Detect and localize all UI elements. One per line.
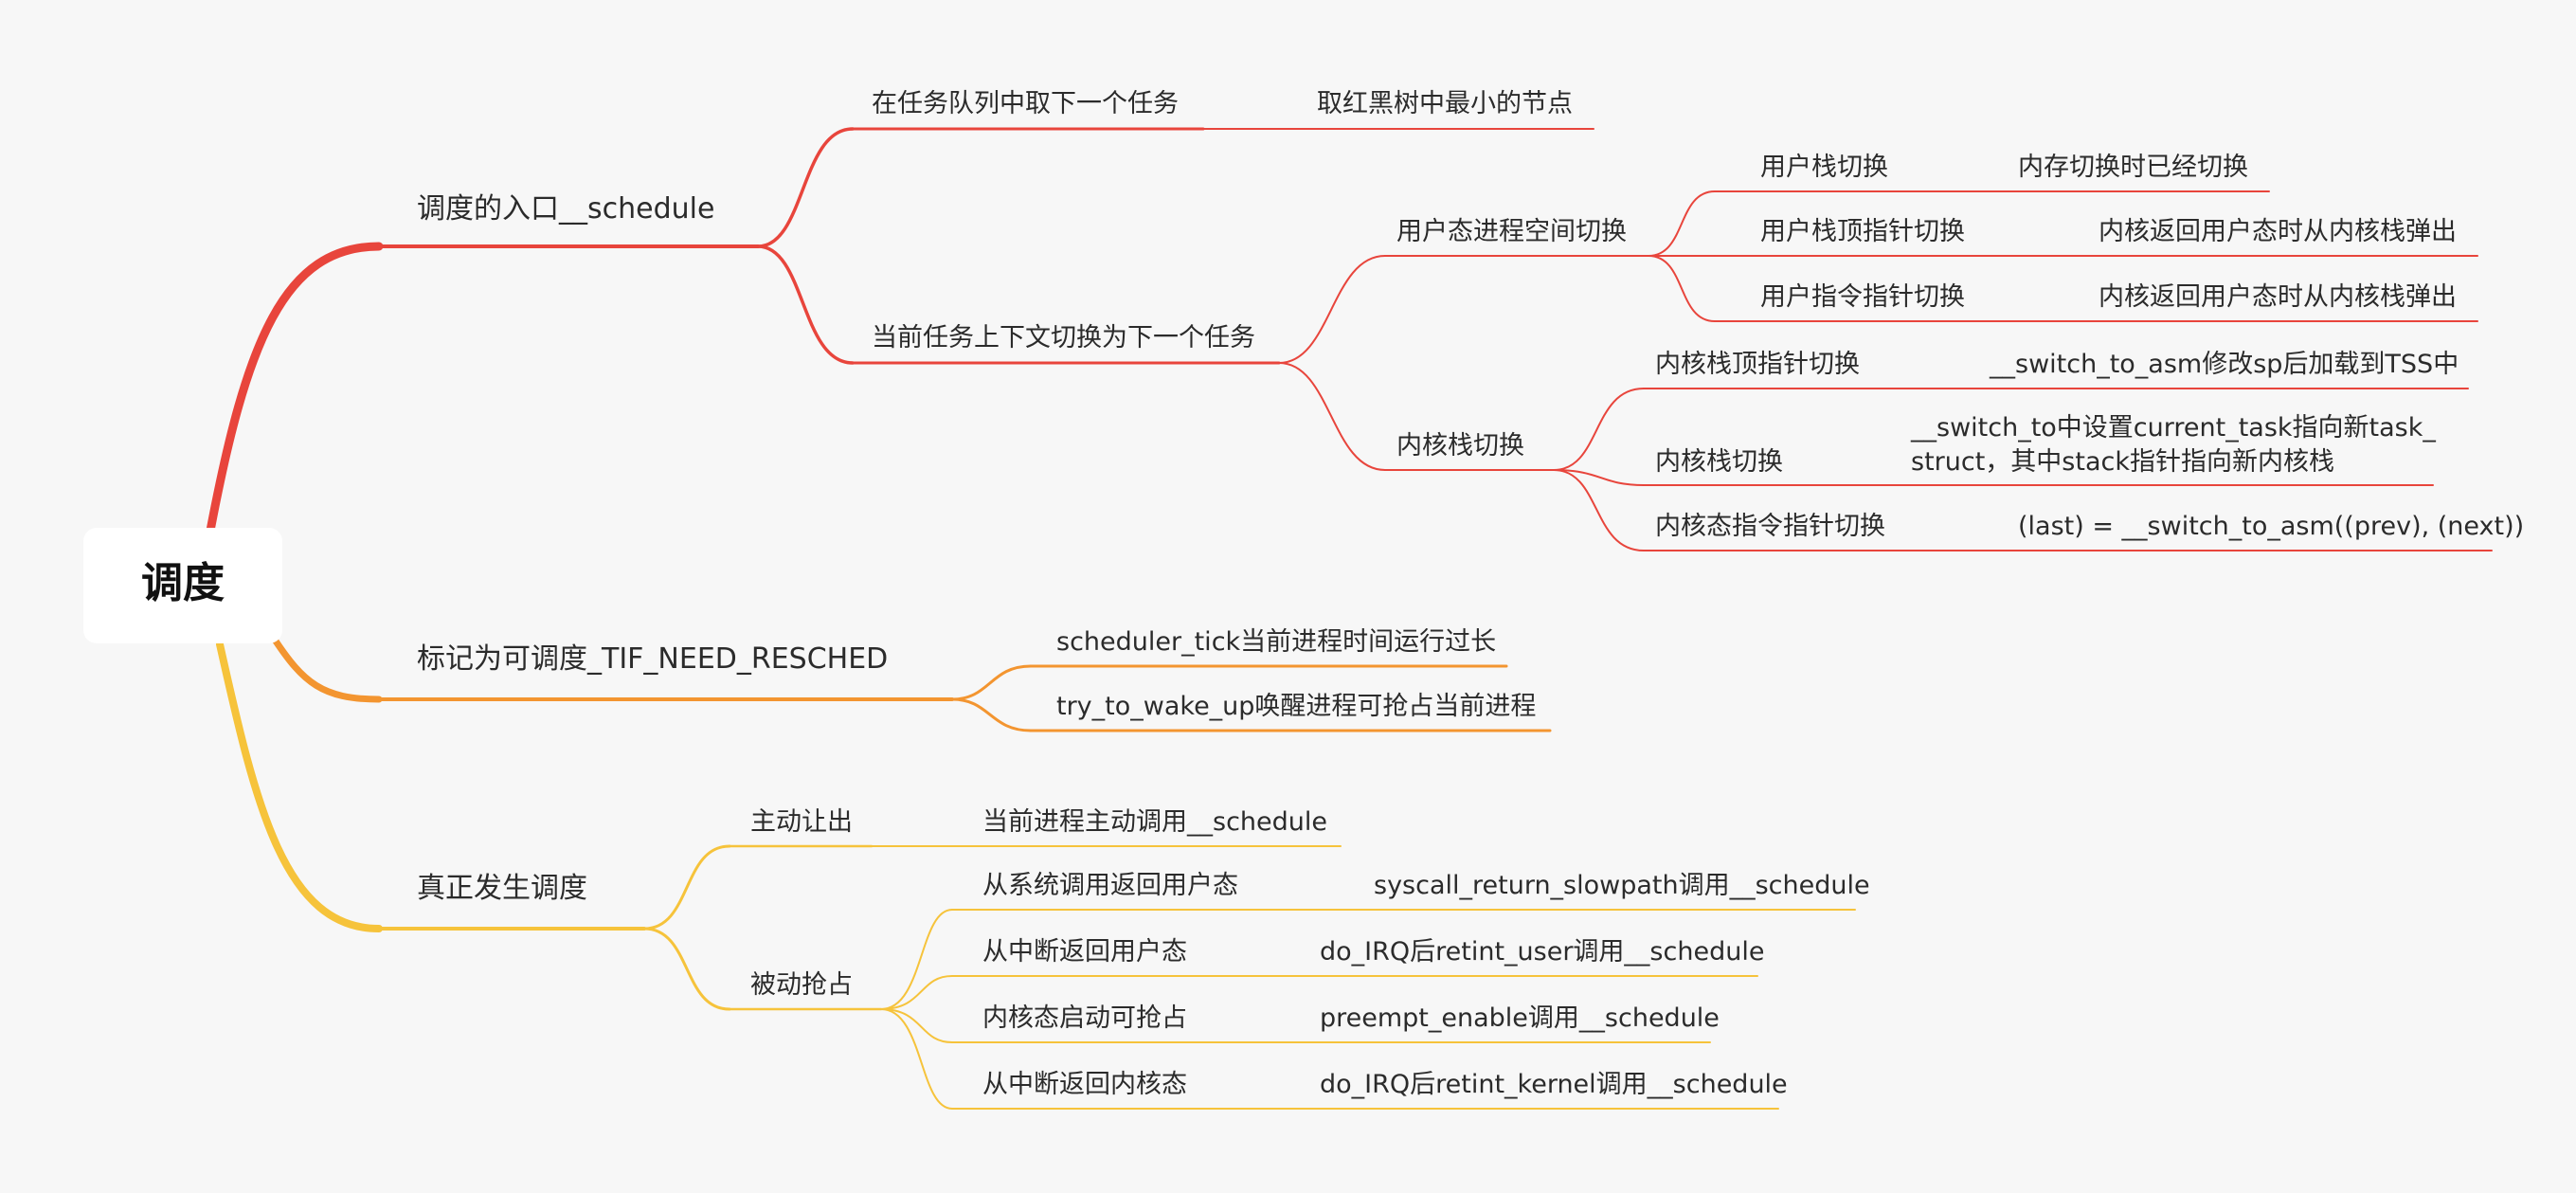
connector xyxy=(880,1008,953,1110)
node-preemption[interactable]: 被动抢占 xyxy=(750,970,853,1000)
node-kernel-stack-detail-line2[interactable]: struct，其中stack指针指向新内核栈 xyxy=(1911,447,2334,477)
connector xyxy=(1553,388,1645,471)
branch-connector-yellow xyxy=(216,641,383,932)
branch-connector-orange xyxy=(271,636,383,703)
node-user-stack-switch[interactable]: 用户栈切换 xyxy=(1760,153,1888,182)
node-kernel-sp-switch[interactable]: 内核栈顶指针切换 xyxy=(1655,350,1860,379)
connector xyxy=(950,697,1033,732)
node-kernel-preempt-detail[interactable]: preempt_enable调用__schedule xyxy=(1320,1003,1720,1033)
node-mark-resched[interactable]: 标记为可调度_TIF_NEED_RESCHED xyxy=(417,642,888,676)
node-kernel-stack-switch[interactable]: 内核栈切换 xyxy=(1396,431,1524,461)
node-kernel-ip-switch[interactable]: 内核态指令指针切换 xyxy=(1655,512,1885,541)
connector xyxy=(1553,469,1645,551)
node-syscall-return[interactable]: 从系统调用返回用户态 xyxy=(982,871,1238,900)
connector xyxy=(642,844,731,931)
node-context-switch[interactable]: 当前任务上下文切换为下一个任务 xyxy=(872,323,1255,352)
node-syscall-return-detail[interactable]: syscall_return_slowpath调用__schedule xyxy=(1374,871,1870,900)
connector xyxy=(1278,255,1386,364)
connector xyxy=(1648,255,1716,322)
node-real-schedule[interactable]: 真正发生调度 xyxy=(417,872,587,905)
connector xyxy=(642,927,731,1011)
node-irq-kernel-return[interactable]: 从中断返回内核态 xyxy=(982,1070,1187,1099)
node-schedule-entry[interactable]: 调度的入口__schedule xyxy=(417,192,714,226)
connector xyxy=(950,664,1033,701)
node-kernel-sp-detail[interactable]: __switch_to_asm修改sp后加载到TSS中 xyxy=(1989,350,2459,379)
root-node[interactable]: 调度 xyxy=(83,528,282,643)
node-user-ip-switch[interactable]: 用户指令指针切换 xyxy=(1760,282,1965,312)
node-scheduler-tick[interactable]: scheduler_tick当前进程时间运行过长 xyxy=(1056,627,1496,657)
node-user-stack-detail[interactable]: 内存切换时已经切换 xyxy=(2018,153,2248,182)
connector xyxy=(1648,190,1716,257)
connector xyxy=(756,127,855,248)
node-irq-user-return[interactable]: 从中断返回用户态 xyxy=(982,937,1187,967)
node-kernel-stack-switch-2[interactable]: 内核栈切换 xyxy=(1655,447,1783,477)
node-user-sp-switch[interactable]: 用户栈顶指针切换 xyxy=(1760,217,1965,246)
node-kernel-stack-detail-line1[interactable]: __switch_to中设置current_task指向新task_ xyxy=(1910,413,2436,443)
node-kernel-ip-detail[interactable]: (last) = __switch_to_asm((prev), (next)) xyxy=(2018,512,2524,541)
branch-connector-red xyxy=(206,242,384,535)
node-voluntary-detail[interactable]: 当前进程主动调用__schedule xyxy=(982,807,1327,837)
node-irq-kernel-detail[interactable]: do_IRQ后retint_kernel调用__schedule xyxy=(1320,1070,1788,1099)
node-kernel-preempt[interactable]: 内核态启动可抢占 xyxy=(982,1003,1187,1033)
node-user-sp-detail[interactable]: 内核返回用户态时从内核栈弹出 xyxy=(2099,217,2457,246)
node-rbtree-min[interactable]: 取红黑树中最小的节点 xyxy=(1317,89,1573,118)
connector xyxy=(880,909,953,1010)
node-voluntary[interactable]: 主动让出 xyxy=(750,807,853,837)
node-user-ip-detail[interactable]: 内核返回用户态时从内核栈弹出 xyxy=(2099,282,2457,312)
connector xyxy=(880,1008,953,1043)
connector xyxy=(756,244,855,365)
node-user-space-switch[interactable]: 用户态进程空间切换 xyxy=(1396,217,1627,246)
root-label: 调度 xyxy=(141,559,225,607)
connector xyxy=(880,975,953,1010)
node-pick-next-task[interactable]: 在任务队列中取下一个任务 xyxy=(872,89,1179,118)
node-try-to-wake-up[interactable]: try_to_wake_up唤醒进程可抢占当前进程 xyxy=(1056,692,1536,721)
connector xyxy=(1553,469,1645,486)
connector xyxy=(1278,362,1386,471)
node-irq-user-detail[interactable]: do_IRQ后retint_user调用__schedule xyxy=(1320,937,1764,967)
